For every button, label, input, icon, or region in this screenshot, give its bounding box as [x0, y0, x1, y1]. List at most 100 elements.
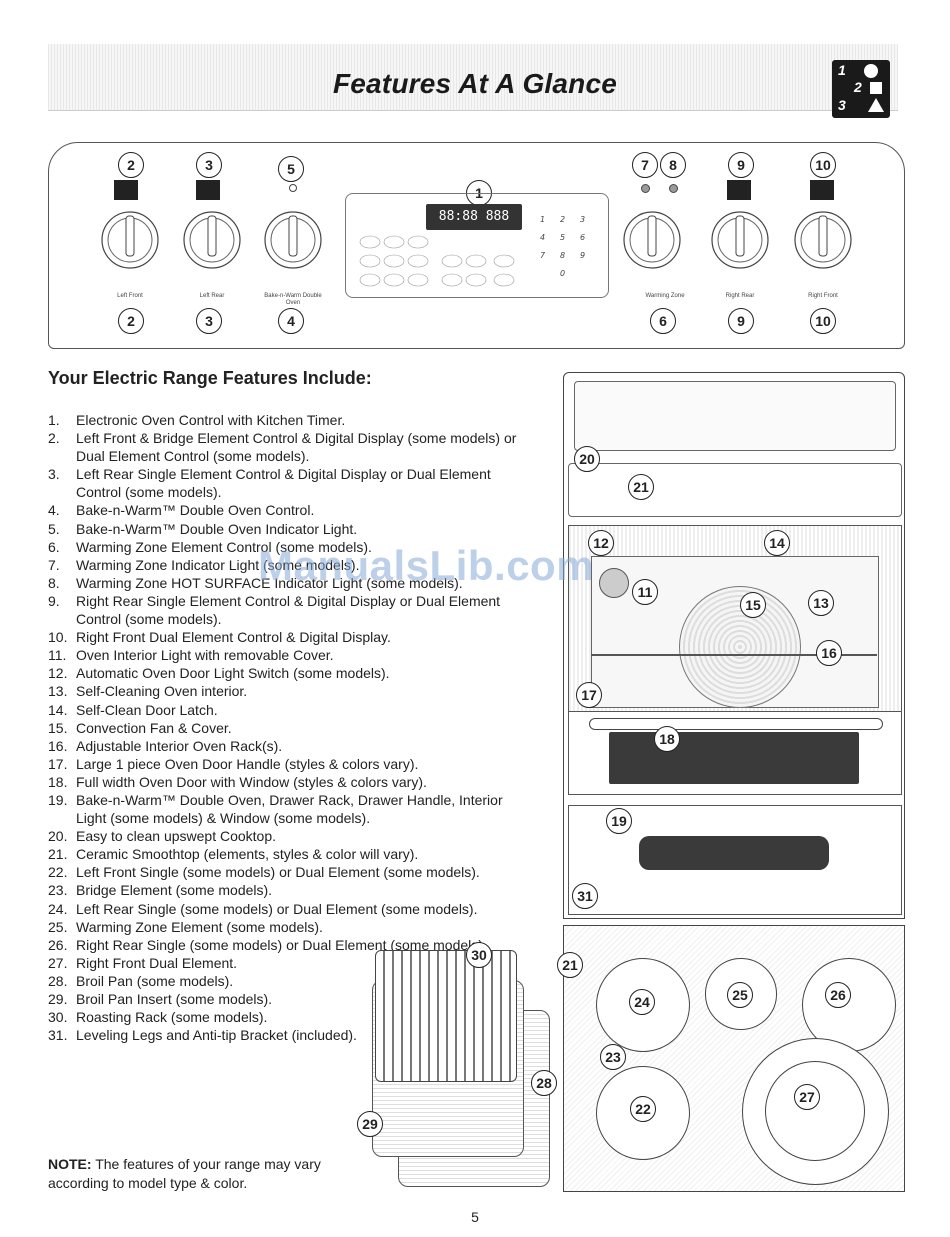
feature-number: 28.	[48, 972, 68, 989]
hot-surface-indicator-light	[669, 184, 678, 193]
note: NOTE: The features of your range may var…	[48, 1155, 333, 1193]
oven-door-handle[interactable]	[589, 718, 883, 730]
feature-number: 17.	[48, 755, 68, 772]
smoothtop-cooktop	[563, 925, 905, 1192]
feature-item: 25. Warming Zone Element (some models).	[48, 918, 528, 936]
feature-text: Left Front Single (some models) or Dual …	[76, 864, 480, 881]
feature-item: 13. Self-Cleaning Oven interior.	[48, 682, 528, 700]
feature-item: 22.Left Front Single (some models) or Du…	[48, 863, 528, 881]
feature-number: 6.	[48, 538, 60, 555]
callout-2-bottom: 2	[118, 308, 144, 334]
svg-text:9: 9	[580, 251, 585, 260]
feature-number: 14.	[48, 701, 68, 718]
note-text: The features of your range may vary acco…	[48, 1156, 321, 1191]
feature-text: Adjustable Interior Oven Rack(s).	[76, 737, 283, 754]
svg-text:6: 6	[580, 233, 585, 242]
feature-text: Self-Cleaning Oven interior.	[76, 683, 248, 700]
feature-item: 10.Right Front Dual Element Control & Di…	[48, 628, 528, 646]
feature-text: Right Rear Single Element Control & Digi…	[76, 592, 501, 628]
callout-15: 15	[740, 592, 766, 618]
feature-item: 11.Oven Interior Light with removable Co…	[48, 646, 528, 664]
feature-item: 24.Left Rear Single (some models) or Dua…	[48, 900, 528, 918]
bake-n-warm-indicator-light	[289, 184, 297, 192]
feature-number: 13.	[48, 683, 68, 700]
oven-control-lcd: 88:88 888	[426, 204, 522, 230]
feature-item: 27. Right Front Dual Element.	[48, 954, 528, 972]
feature-item: 8.Warming Zone HOT SURFACE Indicator Lig…	[48, 574, 528, 592]
feature-number: 21.	[48, 846, 68, 863]
feature-item: 4.Bake-n-Warm™ Double Oven Control.	[48, 501, 528, 519]
svg-text:5: 5	[560, 233, 565, 242]
svg-text:0: 0	[560, 269, 565, 278]
oven-door[interactable]	[568, 711, 902, 795]
left-rear-display	[196, 180, 220, 200]
drawer-handle[interactable]	[639, 836, 829, 870]
feature-item: 26.Right Rear Single (some models) or Du…	[48, 936, 528, 954]
feature-item: 5.Bake-n-Warm™ Double Oven Indicator Lig…	[48, 520, 528, 538]
feature-item: 15.Convection Fan & Cover.	[48, 719, 528, 737]
oven-door-window	[609, 732, 859, 784]
callout-30: 30	[466, 942, 492, 968]
feature-item: 20. Easy to clean upswept Cooktop.	[48, 827, 528, 845]
svg-text:3: 3	[580, 215, 585, 224]
feature-item: 30.Roasting Rack (some models).	[48, 1008, 528, 1026]
feature-text: Self-Clean Door Latch.	[76, 701, 218, 718]
bake-n-warm-knob[interactable]	[253, 200, 333, 280]
callout-12: 12	[588, 530, 614, 556]
left-rear-knob[interactable]	[172, 200, 252, 280]
feature-text: Left Rear Single Element Control & Digit…	[76, 466, 491, 501]
feature-item: 12.Automatic Oven Door Light Switch (som…	[48, 664, 528, 682]
feature-number: 27.	[48, 954, 68, 971]
roasting-rack	[375, 950, 517, 1082]
feature-text: Easy to clean upswept Cooktop.	[76, 828, 277, 845]
oven-function-buttons[interactable]	[356, 234, 526, 289]
feature-item: 1.Electronic Oven Control with Kitchen T…	[48, 411, 528, 429]
svg-text:8: 8	[560, 251, 565, 260]
callout-31: 31	[572, 883, 598, 909]
feature-number: 25.	[48, 918, 68, 935]
callout-28: 28	[531, 1070, 557, 1096]
feature-item: 18.Full width Oven Door with Window (sty…	[48, 773, 528, 791]
callout-11: 11	[632, 579, 658, 605]
right-front-knob[interactable]	[783, 200, 863, 280]
feature-number: 1.	[48, 412, 60, 428]
feature-text: Ceramic Smoothtop (elements, styles & co…	[76, 846, 419, 863]
feature-text: Full width Oven Door with Window (styles…	[76, 773, 427, 790]
feature-number: 24.	[48, 900, 68, 917]
callout-22: 22	[630, 1096, 656, 1122]
right-front-label: Right Front	[808, 293, 838, 299]
left-front-knob[interactable]	[90, 200, 170, 280]
feature-text: Convection Fan & Cover.	[76, 719, 232, 736]
callout-25: 25	[727, 982, 753, 1008]
right-front-element	[742, 1038, 889, 1185]
callout-7-top: 7	[632, 152, 658, 178]
feature-number: 3.	[48, 466, 60, 483]
callout-16: 16	[816, 640, 842, 666]
range-front-illustration	[563, 372, 905, 919]
callout-20: 20	[574, 446, 600, 472]
steps-logo-icon: 1 2 3	[832, 60, 890, 118]
feature-number: 26.	[48, 936, 68, 953]
left-rear-element	[596, 958, 690, 1052]
feature-item: 17.Large 1 piece Oven Door Handle (style…	[48, 755, 528, 773]
feature-item: 2.Left Front & Bridge Element Control & …	[48, 429, 528, 465]
left-front-label: Left Front	[117, 293, 143, 299]
warming-zone-knob[interactable]	[612, 200, 692, 280]
feature-number: 19.	[48, 791, 68, 808]
feature-text: Right Front Dual Element.	[76, 954, 238, 971]
callout-5-top: 5	[278, 156, 304, 182]
bake-n-warm-drawer[interactable]	[568, 805, 902, 915]
feature-number: 29.	[48, 991, 68, 1007]
svg-text:4: 4	[540, 233, 545, 242]
feature-text: Roasting Rack (some models).	[76, 1009, 268, 1026]
right-rear-knob[interactable]	[700, 200, 780, 280]
cooktop-edge	[568, 463, 902, 517]
feature-text: Warming Zone Element (some models).	[76, 918, 323, 935]
svg-text:7: 7	[540, 251, 546, 260]
feature-text: Oven Interior Light with removable Cover…	[76, 647, 334, 664]
feature-item: 28.Broil Pan (some models).	[48, 972, 528, 990]
feature-number: 20.	[48, 828, 68, 845]
callout-27: 27	[794, 1084, 820, 1110]
